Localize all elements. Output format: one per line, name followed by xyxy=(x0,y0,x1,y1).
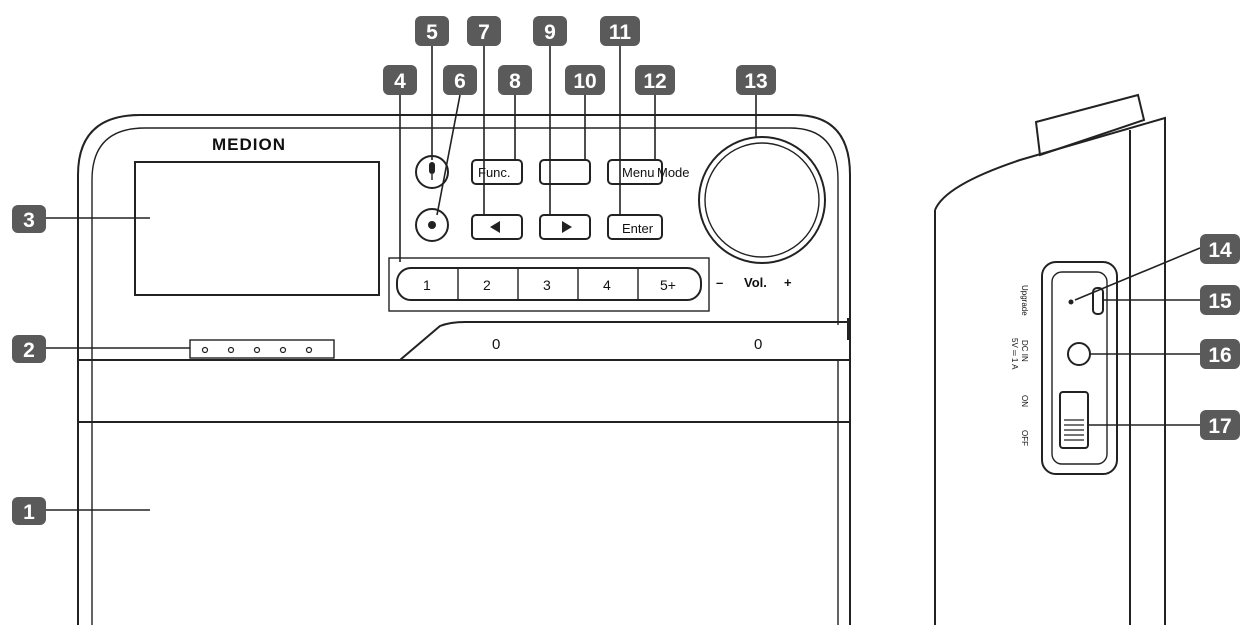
callout-17: 17 xyxy=(1200,410,1240,440)
volume-plus: + xyxy=(784,275,792,290)
record-icon xyxy=(428,221,436,229)
off-label: OFF xyxy=(1020,430,1029,446)
svg-text:15: 15 xyxy=(1208,290,1232,313)
svg-text:5: 5 xyxy=(426,21,438,44)
power-switch-grip xyxy=(1064,419,1084,441)
menu-button[interactable] xyxy=(607,159,663,185)
callout-2: 2 xyxy=(12,335,46,363)
mode-label: Mode xyxy=(657,165,690,180)
preset-button-4[interactable]: 4 xyxy=(603,277,611,293)
callout-7: 7 xyxy=(467,16,501,46)
func-button-label: Func. xyxy=(478,165,511,180)
svg-text:16: 16 xyxy=(1208,344,1231,367)
callout-11: 11 xyxy=(600,16,640,46)
svg-text:7: 7 xyxy=(478,21,490,44)
preset-button-5plus[interactable]: 5+ xyxy=(660,277,676,293)
svg-text:12: 12 xyxy=(643,70,666,93)
callout-15: 15 xyxy=(1200,285,1240,315)
led-dot xyxy=(305,346,313,354)
connector-panel xyxy=(1041,261,1118,475)
svg-text:2: 2 xyxy=(23,339,35,362)
led-dot xyxy=(201,346,209,354)
callout-5: 5 xyxy=(415,16,449,46)
drawer-ridge xyxy=(399,321,850,361)
housing-outline xyxy=(77,114,851,625)
callout-14: 14 xyxy=(1200,234,1240,264)
svg-text:4: 4 xyxy=(394,70,406,93)
preset-bar xyxy=(396,267,702,301)
callout-1: 1 xyxy=(12,497,46,525)
side-view: Upgrade DC IN 5V ═ 1 A ON OFF xyxy=(934,93,1166,625)
right-button[interactable] xyxy=(539,214,591,240)
upgrade-label: Upgrade xyxy=(1020,285,1029,316)
dc-in-label: DC IN xyxy=(1020,340,1029,362)
power-switch[interactable] xyxy=(1059,391,1089,449)
record-button[interactable] xyxy=(415,208,449,242)
volume-label: Vol. xyxy=(744,275,767,290)
func-button[interactable] xyxy=(471,159,523,185)
brand-logo: MEDION xyxy=(212,135,286,154)
callout-9: 9 xyxy=(533,16,567,46)
callout-8: 8 xyxy=(498,65,532,95)
enter-button-label: Enter xyxy=(622,221,654,236)
preset-panel xyxy=(388,257,710,312)
preset-button-3[interactable]: 3 xyxy=(543,277,551,293)
preset-button-2[interactable]: 2 xyxy=(483,277,491,293)
callout-10: 10 xyxy=(565,65,605,95)
led-dots xyxy=(201,346,313,354)
drawer-knob-right: 0 xyxy=(754,336,762,353)
volume-knob-inner xyxy=(704,142,820,258)
dc-rating-label: 5V ═ 1 A xyxy=(1010,338,1019,370)
enter-button[interactable] xyxy=(607,214,663,240)
preset-dividers xyxy=(457,268,639,300)
callout-6: 6 xyxy=(443,65,477,95)
callout-12: 12 xyxy=(635,65,675,95)
front-view: 0 0 MEDION Func. Menu Mode xyxy=(77,114,851,625)
led-strip xyxy=(189,339,335,359)
side-knob xyxy=(1034,93,1146,157)
menu-button-label: Menu xyxy=(622,165,655,180)
display-screen xyxy=(134,161,380,296)
callout-4: 4 xyxy=(383,65,417,95)
svg-text:14: 14 xyxy=(1208,239,1232,262)
svg-text:1: 1 xyxy=(23,501,35,524)
blank-button[interactable] xyxy=(539,159,591,185)
led-dot xyxy=(253,346,261,354)
callout-leaders xyxy=(45,45,1201,511)
volume-minus: – xyxy=(716,275,723,290)
svg-text:13: 13 xyxy=(744,70,767,93)
drawer-knob-left: 0 xyxy=(492,336,500,353)
callout-3: 3 xyxy=(12,205,46,233)
volume-knob[interactable] xyxy=(698,136,826,264)
left-button[interactable] xyxy=(471,214,523,240)
on-label: ON xyxy=(1020,395,1029,407)
svg-text:3: 3 xyxy=(23,209,35,232)
usb-port[interactable] xyxy=(1092,287,1104,315)
right-arrow-icon xyxy=(562,221,572,233)
led-dot xyxy=(227,346,235,354)
housing-inner-outline xyxy=(91,127,839,625)
callout-16: 16 xyxy=(1200,339,1240,369)
left-arrow-icon xyxy=(490,221,500,233)
svg-text:11: 11 xyxy=(609,21,632,44)
svg-text:9: 9 xyxy=(544,21,556,44)
dc-in-jack[interactable] xyxy=(1067,342,1091,366)
connector-panel-inner xyxy=(1051,271,1108,465)
svg-text:10: 10 xyxy=(573,70,596,93)
preset-button-1[interactable]: 1 xyxy=(423,277,431,293)
callout-13: 13 xyxy=(736,65,776,95)
svg-text:8: 8 xyxy=(509,70,521,93)
side-top-outline xyxy=(934,116,1166,625)
upgrade-button[interactable] xyxy=(1068,299,1074,305)
svg-text:17: 17 xyxy=(1208,415,1231,438)
svg-text:6: 6 xyxy=(454,70,466,93)
led-dot xyxy=(279,346,287,354)
mic-icon xyxy=(429,162,435,180)
callouts: 1 2 3 4 5 6 7 8 9 10 11 12 13 14 15 16 1… xyxy=(12,16,1240,525)
